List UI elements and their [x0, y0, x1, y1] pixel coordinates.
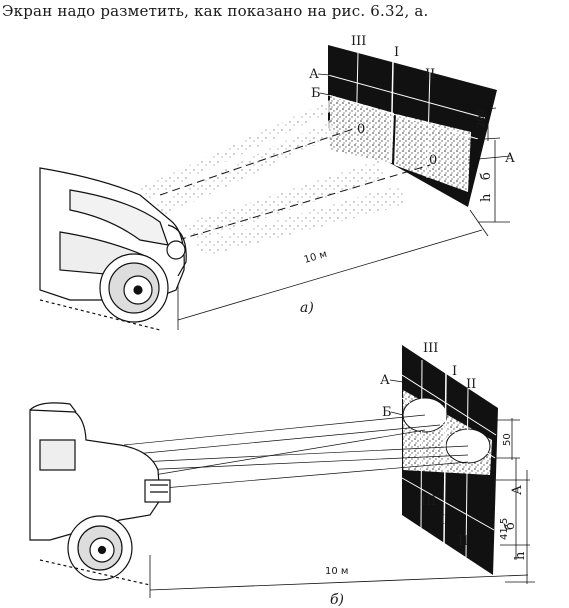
- dim-b-a: б: [479, 172, 494, 180]
- dim-h-b: h: [513, 551, 528, 560]
- dimensions-a: [467, 105, 511, 223]
- distance-label-a: 10 м: [303, 249, 329, 266]
- screen-a: [327, 45, 497, 207]
- figure-b: III I II III I II А Б 50: [29, 341, 535, 608]
- axis-lines-a: [159, 127, 431, 241]
- figure-label-b: б): [330, 592, 344, 608]
- caption-text: Экран надо разметить, как показано на ри…: [2, 2, 429, 20]
- roman-I-b-bottom: I: [440, 513, 445, 528]
- row-label-B-a: Б: [311, 86, 321, 101]
- row-label-B-b: Б: [382, 405, 392, 420]
- dim-h-a: h: [479, 193, 494, 202]
- row-label-A-b: А: [380, 373, 390, 388]
- center-0-right-a: 0: [429, 153, 437, 168]
- roman-III-b-bottom: III: [421, 494, 436, 509]
- dim-50-b: 50: [502, 433, 513, 446]
- roman-I-b-top: I: [452, 364, 457, 379]
- beam-lines-b: [123, 414, 469, 491]
- dim-415-b: 41,5: [499, 518, 510, 540]
- roman-II-a: II: [425, 67, 435, 82]
- dim-b-b: б: [503, 522, 518, 530]
- light-beams-a: [140, 100, 405, 255]
- roman-II-b-bottom: II: [458, 534, 468, 549]
- dim-200-a: 200: [476, 109, 487, 128]
- roman-III-a: III: [351, 34, 366, 49]
- distance-label-b: 10 м: [325, 566, 348, 577]
- distance-line-b: [149, 555, 529, 598]
- screen-b: [401, 345, 498, 575]
- figure-a: III I II А Б 0 0 200: [39, 34, 515, 331]
- roman-III-b-top: III: [423, 341, 438, 356]
- truck-a: [39, 167, 187, 331]
- row-label-A-a: А: [309, 67, 319, 82]
- dim-A-right-a: А: [505, 151, 515, 166]
- figure-label-a: а): [300, 300, 314, 316]
- dimensions-b: [496, 418, 535, 584]
- center-0-left-a: 0: [357, 122, 365, 137]
- roman-II-b-top: II: [466, 377, 476, 392]
- roman-I-a: I: [394, 45, 399, 60]
- dim-A-b: А: [510, 485, 525, 495]
- truck-b: [29, 402, 171, 586]
